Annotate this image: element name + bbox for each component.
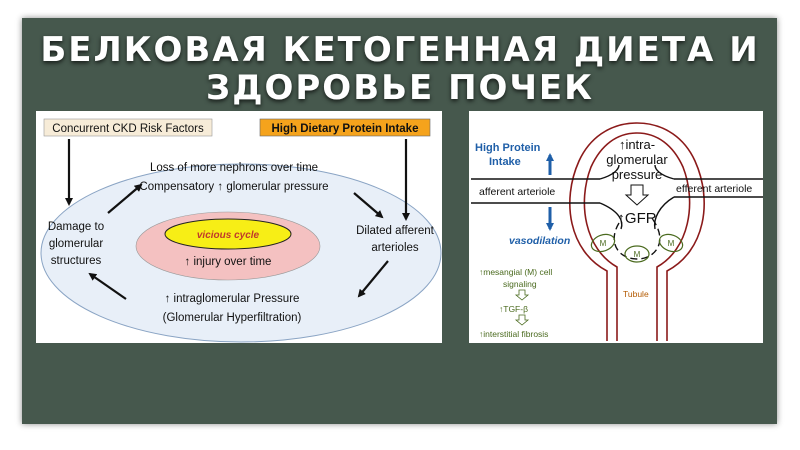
vicious-cycle-diagram: Concurrent CKD Risk Factors High Dietary… (40, 118, 442, 343)
afferent-arteriole-label: afferent arteriole (479, 186, 555, 198)
vicious-cycle-label: vicious cycle (197, 230, 260, 241)
high-protein-label-line-2: Intake (489, 156, 521, 168)
efferent-arteriole-curve-bottom (653, 196, 675, 230)
mesangial-cell-middle (624, 245, 650, 263)
vasodilation-label: vasodilation (509, 235, 570, 247)
capsule-inner-wall (583, 132, 691, 341)
risk-factors-label: Concurrent CKD Risk Factors (52, 123, 204, 135)
mesangial-cell-middle-label: M (634, 250, 641, 259)
hyperfiltration-text-line-1: ↑ intraglomerular Pressure (165, 293, 300, 305)
afferent-arteriole-curve-top (599, 164, 620, 180)
arrow-damage-to-loss (107, 183, 143, 214)
damage-text-line-2: glomerular (49, 238, 103, 250)
high-protein-label-line-1: High Protein (475, 142, 541, 154)
mesangial-cell-left-label: M (600, 239, 607, 248)
gfr-label: ↑GFR (617, 210, 656, 227)
compensatory-pressure-text: Compensatory ↑ glomerular pressure (139, 181, 328, 193)
efferent-arteriole-curve-top (654, 164, 675, 180)
glomerulus-diagram-panel: High Protein Intake afferent arteriole e… (469, 111, 763, 343)
interstitial-fibrosis-label: ↑interstitial fibrosis (479, 329, 548, 339)
cascade-arrow-2 (514, 314, 530, 326)
dilated-text-line-2: arterioles (371, 242, 419, 254)
mesangial-signaling-line-2: signaling (503, 279, 537, 289)
intraglomerular-label-line-3: pressure (612, 167, 663, 182)
arrow-dilated-to-pressure (357, 260, 389, 298)
slide-title-line-2: ЗДОРОВЬЕ ПОЧЕК (206, 68, 594, 108)
arrow-pressure-to-damage (88, 272, 127, 300)
hyperfiltration-text-line-2: (Glomerular Hyperfiltration) (163, 312, 302, 324)
mesangial-cell-right (658, 233, 684, 253)
intraglomerular-label-line-2: glomerular (606, 152, 668, 167)
tubule-label: Tubule (623, 289, 649, 299)
protein-intake-label: High Dietary Protein Intake (272, 123, 419, 135)
protein-intake-box (259, 118, 431, 137)
mesangial-signaling-line-1: ↑mesangial (M) cell (479, 267, 552, 277)
slide-title-line-1: БЕЛКОВАЯ КЕТОГЕННАЯ ДИЕТА И (40, 30, 760, 70)
risk-factors-box (43, 118, 213, 137)
cascade-arrow-1 (514, 289, 530, 301)
loss-of-nephrons-text: Loss of more nephrons over time (150, 162, 318, 174)
efferent-arteriole-label: efferent arteriole (676, 183, 752, 195)
capsule-outer-wall (569, 122, 705, 341)
damage-text-line-1: Damage to (48, 221, 104, 233)
vicious-cycle-ellipse (164, 218, 292, 250)
mesangial-cell-right-label: M (668, 239, 675, 248)
glomerulus-diagram: High Protein Intake afferent arteriole e… (471, 122, 763, 341)
hollow-down-arrow (624, 184, 650, 206)
damage-text-line-3: structures (51, 255, 102, 267)
mesangial-cell-left (590, 233, 616, 253)
arrow-loss-to-dilated (353, 192, 384, 219)
tgf-beta-label: ↑TGF-β (499, 304, 528, 314)
intraglomerular-label-line-1: ↑intra- (619, 137, 655, 152)
vicious-cycle-diagram-panel: Concurrent CKD Risk Factors High Dietary… (36, 111, 442, 343)
afferent-arteriole-curve-bottom (599, 202, 623, 230)
injury-over-time-text: ↑ injury over time (185, 256, 272, 268)
dilated-text-line-1: Dilated afferent (356, 225, 435, 237)
